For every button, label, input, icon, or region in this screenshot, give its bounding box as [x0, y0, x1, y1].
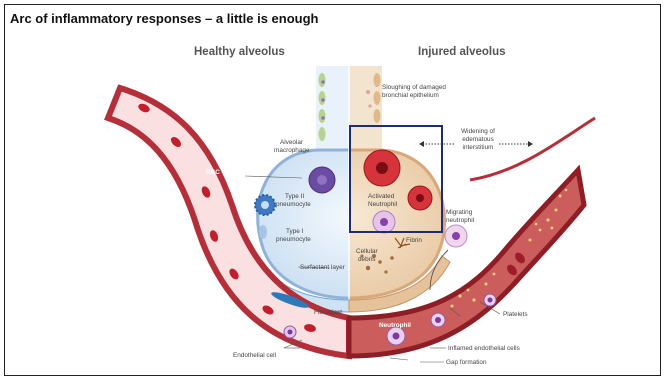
alveolar-macrophage-label-2: macrophage: [274, 147, 310, 155]
migrating-neutrophil-label-2: neutrophil: [446, 217, 474, 225]
platelets-label: Platelets: [503, 311, 528, 319]
alveolar-macrophage-label-1: Alveolar: [280, 139, 303, 147]
type-i-pneumocyte-label-1: Type I: [286, 228, 303, 236]
widening-label-3: interstitium: [457, 144, 499, 152]
injured-alveolus-title: Injured alveolus: [418, 46, 506, 58]
inflamed-endothelial-label: Inflamed endothelial cells: [448, 345, 520, 353]
type-i-pneumocyte-label-2: pneumocyte: [276, 236, 311, 244]
activated-neutrophil-label-2: Neutrophil: [368, 201, 397, 209]
gap-formation-label: Gap formation: [446, 359, 487, 367]
activated-neutrophil-label-1: Activated: [368, 193, 394, 201]
healthy-alveolus-title: Healthy alveolus: [194, 46, 285, 58]
type-ii-pneumocyte-label-2: pneumocyte: [276, 201, 311, 209]
rbc-label: RBC: [206, 169, 220, 177]
endothelial-cell-label: Endothelial cell: [233, 352, 276, 360]
type-i-pneumocyte: [259, 225, 267, 239]
type-ii-pneumocyte-label-1: Type II: [285, 193, 304, 201]
cellular-debris-label-2: debris: [358, 256, 375, 264]
sloughing-label-1: Sloughing of damaged: [382, 84, 446, 92]
fibroblast-label: Fibroblast: [314, 309, 342, 317]
cellular-debris-label-1: Cellular: [356, 248, 378, 256]
widening-label-1: Widening of: [457, 128, 499, 136]
neutrophil-label: Neutrophil: [379, 322, 411, 330]
migrating-neutrophil: [445, 225, 467, 247]
widening-label-2: edematous: [457, 136, 499, 144]
fibrin-label: Fibrin: [406, 237, 422, 245]
surfactant-layer-label: Surfactant layer: [300, 264, 345, 272]
migrating-neutrophil-label-1: Migrating: [446, 209, 472, 217]
slide-title: Arc of inflammatory responses – a little…: [10, 11, 318, 26]
type-ii-pneumocyte: [255, 195, 275, 215]
alveolar-macrophage: [309, 167, 335, 193]
sloughing-label-2: bronchial epithelium: [382, 92, 439, 100]
